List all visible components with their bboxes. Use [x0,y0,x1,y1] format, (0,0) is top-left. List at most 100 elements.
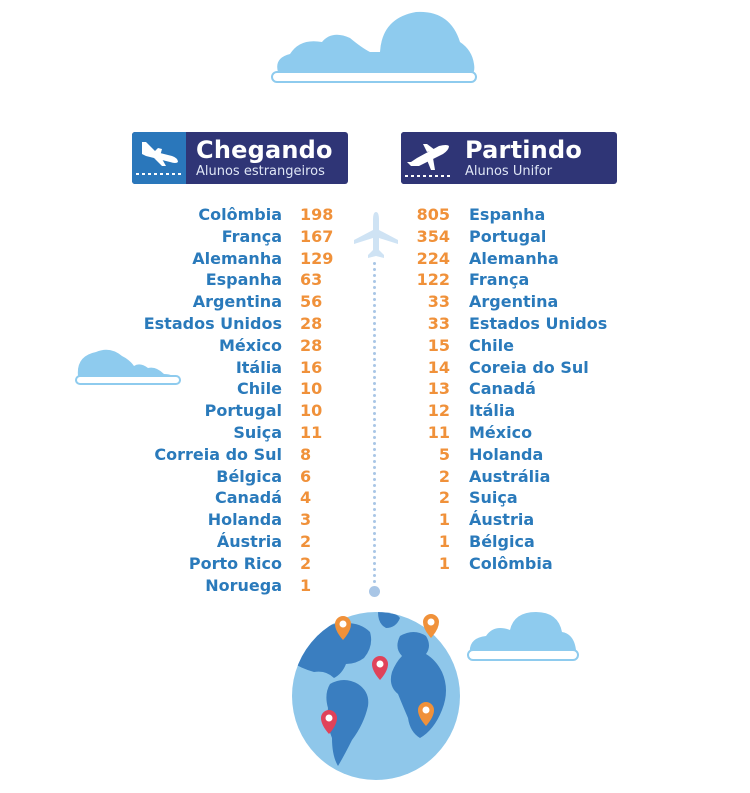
flight-path-dot [373,388,376,391]
flight-path-dot [373,322,376,325]
arriving-subtitle: Alunos estrangeiros [196,164,325,179]
departing-subtitle: Alunos Unifor [465,164,553,179]
flight-path-dot [373,466,376,469]
arriving-country: Bélgica [216,466,282,486]
flight-path-dot [373,478,376,481]
flight-path-dot [373,550,376,553]
airplane-landing-icon [132,132,186,184]
flight-path-dot [373,364,376,367]
arriving-count: 28 [300,313,323,333]
flight-path-dot [373,454,376,457]
departing-count: 1 [438,553,450,573]
flight-path-dot [373,268,376,271]
flight-path-dot [373,292,376,295]
flight-path-dot [373,508,376,511]
departing-country: Estados Unidos [469,313,608,333]
departing-country: Suiça [469,488,518,508]
flight-path-dot [373,316,376,319]
arriving-country: Chile [237,379,282,399]
arriving-country: Colômbia [198,205,282,224]
departing-count: 12 [427,401,450,421]
flight-path-dot [373,340,376,343]
arriving-count: 167 [300,226,334,246]
map-pin-icon [321,710,337,734]
flight-path-dot [373,370,376,373]
flight-path-dot [373,310,376,313]
flight-path-dot [373,262,376,265]
flight-path-dot [373,448,376,451]
arriving-country: Canadá [215,488,282,508]
flight-path-dot [373,376,376,379]
departing-country: Áustria [469,510,535,530]
flight-path-dot [373,472,376,475]
flight-path-dot [373,580,376,583]
arriving-count: 16 [300,357,323,377]
departing-count: 1 [438,510,450,530]
flight-path-end [369,586,380,597]
airplane-icon [354,212,398,258]
flight-path-dot [373,514,376,517]
airplane-takeoff-icon [401,132,455,184]
arriving-country: México [218,335,282,355]
flight-path-dot [373,538,376,541]
flight-path-dot [373,352,376,355]
departing-country: Argentina [469,292,559,312]
arriving-country: Suiça [233,422,282,442]
flight-path-dot [373,304,376,307]
departing-count: 805 [416,205,450,224]
flight-path-dot [373,394,376,397]
flight-path-dot [373,424,376,427]
flight-path-dot [373,358,376,361]
flight-path-dot [373,544,376,547]
arriving-country: Noruega [205,575,282,595]
departing-count: 1 [438,531,450,551]
flight-path-dot [373,556,376,559]
map-pin-icon [423,614,439,638]
departing-country: Holanda [469,444,544,464]
departing-count: 11 [427,422,450,442]
flight-path-dot [373,502,376,505]
departing-count: 33 [427,292,450,312]
flight-path-dot [373,298,376,301]
departing-count: 2 [438,488,450,508]
arriving-country: Espanha [205,270,282,290]
departing-country: Portugal [469,226,547,246]
arriving-count: 4 [300,488,312,508]
departing-header: Partindo Alunos Unifor [401,132,617,184]
cloud-icon [271,11,477,83]
arriving-count: 3 [300,510,312,530]
arriving-count: 6 [300,466,312,486]
map-pin-icon [418,702,434,726]
departing-country: Bélgica [469,531,535,551]
flight-path-dot [373,562,376,565]
arriving-country: Áustria [216,531,282,551]
arriving-country: Portugal [204,401,282,421]
departing-country: Colômbia [469,553,553,573]
departing-country: Espanha [469,205,546,224]
flight-path-dot [373,328,376,331]
arriving-count: 10 [300,379,323,399]
departing-country: Chile [469,335,514,355]
arriving-count: 56 [300,292,323,312]
arriving-country: Argentina [192,292,282,312]
arriving-country: Correia do Sul [154,444,282,464]
arriving-count: 2 [300,553,312,573]
departing-count: 122 [416,270,450,290]
departing-country: Austrália [469,466,551,486]
flight-path-dot [373,490,376,493]
departing-country: França [469,270,530,290]
departing-country: Canadá [469,379,536,399]
flight-path-dot [373,484,376,487]
arriving-count: 11 [300,422,323,442]
flight-path-dot [373,334,376,337]
departing-count: 2 [438,466,450,486]
cloud-icon [75,349,181,385]
departing-country: Itália [469,401,516,421]
flight-path-dot [373,280,376,283]
flight-path-dot [373,406,376,409]
flight-path-dot [373,400,376,403]
arriving-country: Itália [235,357,282,377]
departing-country: Alemanha [469,248,559,268]
flight-path-dot [373,574,376,577]
